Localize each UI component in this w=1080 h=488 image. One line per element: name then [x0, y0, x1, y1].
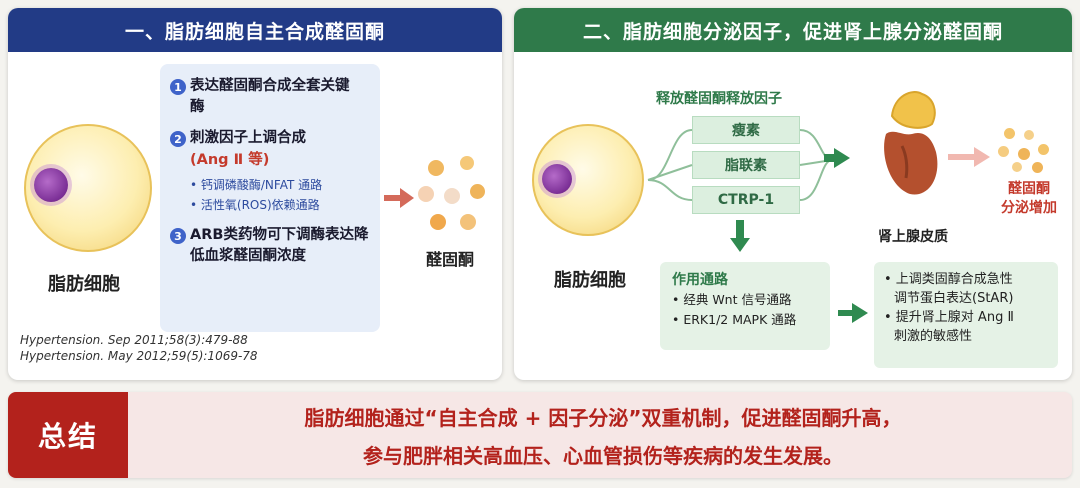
- reference-1: Hypertension. Sep 2011;58(3):479-88: [20, 333, 248, 347]
- aldosterone-label-left: 醛固酮: [426, 250, 475, 269]
- aldosterone-molecules-left: [416, 156, 488, 236]
- mechanism-box: 1 表达醛固酮合成全套关键酶 2 刺激因子上调合成 (Ang Ⅱ 等) • 钙调…: [160, 64, 380, 332]
- pathway-title: 作用通路: [672, 272, 728, 288]
- fat-cell-left-label: 脂肪细胞: [48, 274, 120, 295]
- step-2-highlight: (Ang Ⅱ 等): [190, 152, 270, 168]
- nucleus-right: [542, 164, 572, 194]
- nucleus-left: [34, 168, 68, 202]
- step-3-number: 3: [170, 228, 186, 244]
- molecule-dot: [1012, 162, 1022, 172]
- molecule-dot: [1018, 148, 1030, 160]
- step-2-bullet-2: • 活性氧(ROS)依赖通路: [190, 198, 320, 212]
- summary-line-2: 参与肥胖相关高血压、心血管损伤等疾病的发生发展。: [363, 444, 843, 468]
- factor-leptin: 瘦素: [692, 116, 800, 144]
- adrenal-cortex-label: 肾上腺皮质: [878, 229, 948, 245]
- summary-line-1: 脂肪细胞通过“自主合成 + 因子分泌”双重机制，促进醛固酮升高，: [304, 406, 902, 430]
- pathway-wnt: • 经典 Wnt 信号通路: [672, 292, 792, 307]
- step-3-text: ARB类药物可下调酶表达降低血浆醛固酮浓度: [190, 227, 369, 264]
- connector-lines: [647, 129, 850, 252]
- summary-bar: 总结 脂肪细胞通过“自主合成 + 因子分泌”双重机制，促进醛固酮升高， 参与肥胖…: [8, 392, 1072, 478]
- molecule-dot: [1024, 130, 1034, 140]
- step-2-number: 2: [170, 131, 186, 147]
- molecule-dot: [470, 184, 485, 199]
- red-arrow-icon: [384, 188, 414, 208]
- aldosterone-molecules-right: [998, 128, 1058, 174]
- pathway-box: 作用通路 • 经典 Wnt 信号通路 • ERK1/2 MAPK 通路: [660, 262, 830, 350]
- molecule-dot: [998, 146, 1009, 157]
- fat-cell-left: [24, 124, 152, 252]
- green-arrow-icon: [838, 303, 868, 323]
- pathway-erk: • ERK1/2 MAPK 通路: [672, 312, 797, 327]
- step-1-text: 表达醛固酮合成全套关键酶: [190, 78, 350, 115]
- step-2: 2 刺激因子上调合成: [170, 128, 370, 149]
- reference-2: Hypertension. May 2012;59(5):1069-78: [20, 349, 258, 363]
- left-panel-title: 一、脂肪细胞自主合成醛固酮: [8, 8, 502, 52]
- molecule-dot: [1038, 144, 1049, 155]
- fat-cell-right-label: 脂肪细胞: [554, 270, 626, 291]
- secretion-label-line-2: 分泌增加: [1001, 200, 1057, 216]
- step-3: 3 ARB类药物可下调酶表达降低血浆醛固酮浓度: [170, 225, 370, 267]
- step-1: 1 表达醛固酮合成全套关键酶: [170, 76, 370, 118]
- molecule-dot: [1004, 128, 1015, 139]
- step-1-number: 1: [170, 79, 186, 95]
- secretion-label-line-1: 醛固酮: [1008, 181, 1050, 197]
- molecule-dot: [418, 186, 434, 202]
- molecule-dot: [430, 214, 446, 230]
- step-2-bullet-1: • 钙调磷酸酶/NFAT 通路: [190, 178, 323, 192]
- effect-line-4: 刺激的敏感性: [894, 329, 973, 344]
- effect-line-2: 调节蛋白表达(StAR): [894, 291, 1014, 306]
- molecule-dot: [1032, 162, 1043, 173]
- effect-line-1: • 上调类固醇合成急性: [884, 272, 1013, 287]
- summary-tag: 总结: [8, 392, 128, 478]
- molecule-dot: [460, 214, 476, 230]
- factor-adiponectin: 脂联素: [692, 151, 800, 179]
- molecule-dot: [428, 160, 444, 176]
- effects-box: • 上调类固醇合成急性 调节蛋白表达(StAR) • 提升肾上腺对 Ang Ⅱ …: [874, 262, 1058, 368]
- step-2-text: 刺激因子上调合成: [190, 130, 306, 146]
- molecule-dot: [460, 156, 474, 170]
- molecule-dot: [444, 188, 460, 204]
- references: Hypertension. Sep 2011;58(3):479-88 Hype…: [20, 332, 258, 364]
- secretion-increase-label: 醛固酮 分泌增加: [994, 180, 1064, 218]
- pink-arrow-icon: [948, 147, 990, 167]
- effect-line-3: • 提升肾上腺对 Ang Ⅱ: [884, 310, 1014, 325]
- right-panel-title: 二、脂肪细胞分泌因子，促进肾上腺分泌醛固酮: [514, 8, 1072, 52]
- fat-cell-right: [532, 124, 644, 236]
- factor-ctrp1: CTRP-1: [692, 186, 800, 214]
- adrenal-gland-icon: [884, 91, 938, 195]
- factors-title: 释放醛固酮释放因子: [656, 91, 782, 107]
